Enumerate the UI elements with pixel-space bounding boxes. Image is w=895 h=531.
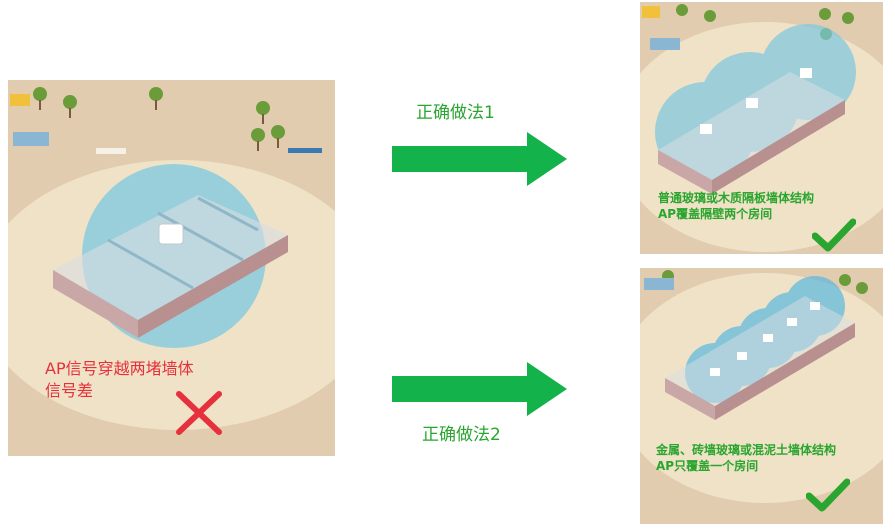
checkmark-icon <box>812 218 856 252</box>
arrow-right-icon <box>392 362 567 416</box>
bad-case-caption: AP信号穿越两堵墙体 信号差 <box>45 358 194 402</box>
office-floor-illustration <box>8 87 335 430</box>
wireless-ap-icon <box>700 124 712 134</box>
good-placement-illustration-1 <box>640 2 883 254</box>
bad-case-line2: 信号差 <box>45 381 94 400</box>
good-case-2-line1: 金属、砖墙玻璃或混泥土墙体结构 <box>656 443 837 457</box>
good-case-2-caption: 金属、砖墙玻璃或混泥土墙体结构 AP只覆盖一个房间 <box>656 442 836 474</box>
method-1-label: 正确做法1 <box>416 103 495 123</box>
wireless-ap-icon <box>710 302 820 376</box>
bad-case-line1: AP信号穿越两堵墙体 <box>45 359 194 378</box>
checkmark-icon <box>806 478 850 512</box>
good-case-1-caption: 普通玻璃或木质隔板墙体结构 AP覆盖隔壁两个房间 <box>658 190 814 222</box>
office-floor-illustration <box>640 4 883 252</box>
tree-icon <box>33 87 285 151</box>
office-floor-illustration <box>640 270 883 503</box>
wireless-ap-icon <box>158 223 184 245</box>
good-placement-illustration-2 <box>640 268 883 524</box>
good-case-2-line2: AP只覆盖一个房间 <box>656 459 759 473</box>
wireless-ap-icon <box>800 68 812 78</box>
arrow-right-icon <box>392 132 567 186</box>
wireless-ap-icon <box>746 98 758 108</box>
good-case-1-line2: AP覆盖隔壁两个房间 <box>658 207 773 221</box>
method-2-label: 正确做法2 <box>422 425 501 445</box>
cross-icon <box>176 391 222 435</box>
bad-placement-illustration <box>8 80 335 456</box>
good-case-1-line1: 普通玻璃或木质隔板墙体结构 <box>658 191 815 205</box>
